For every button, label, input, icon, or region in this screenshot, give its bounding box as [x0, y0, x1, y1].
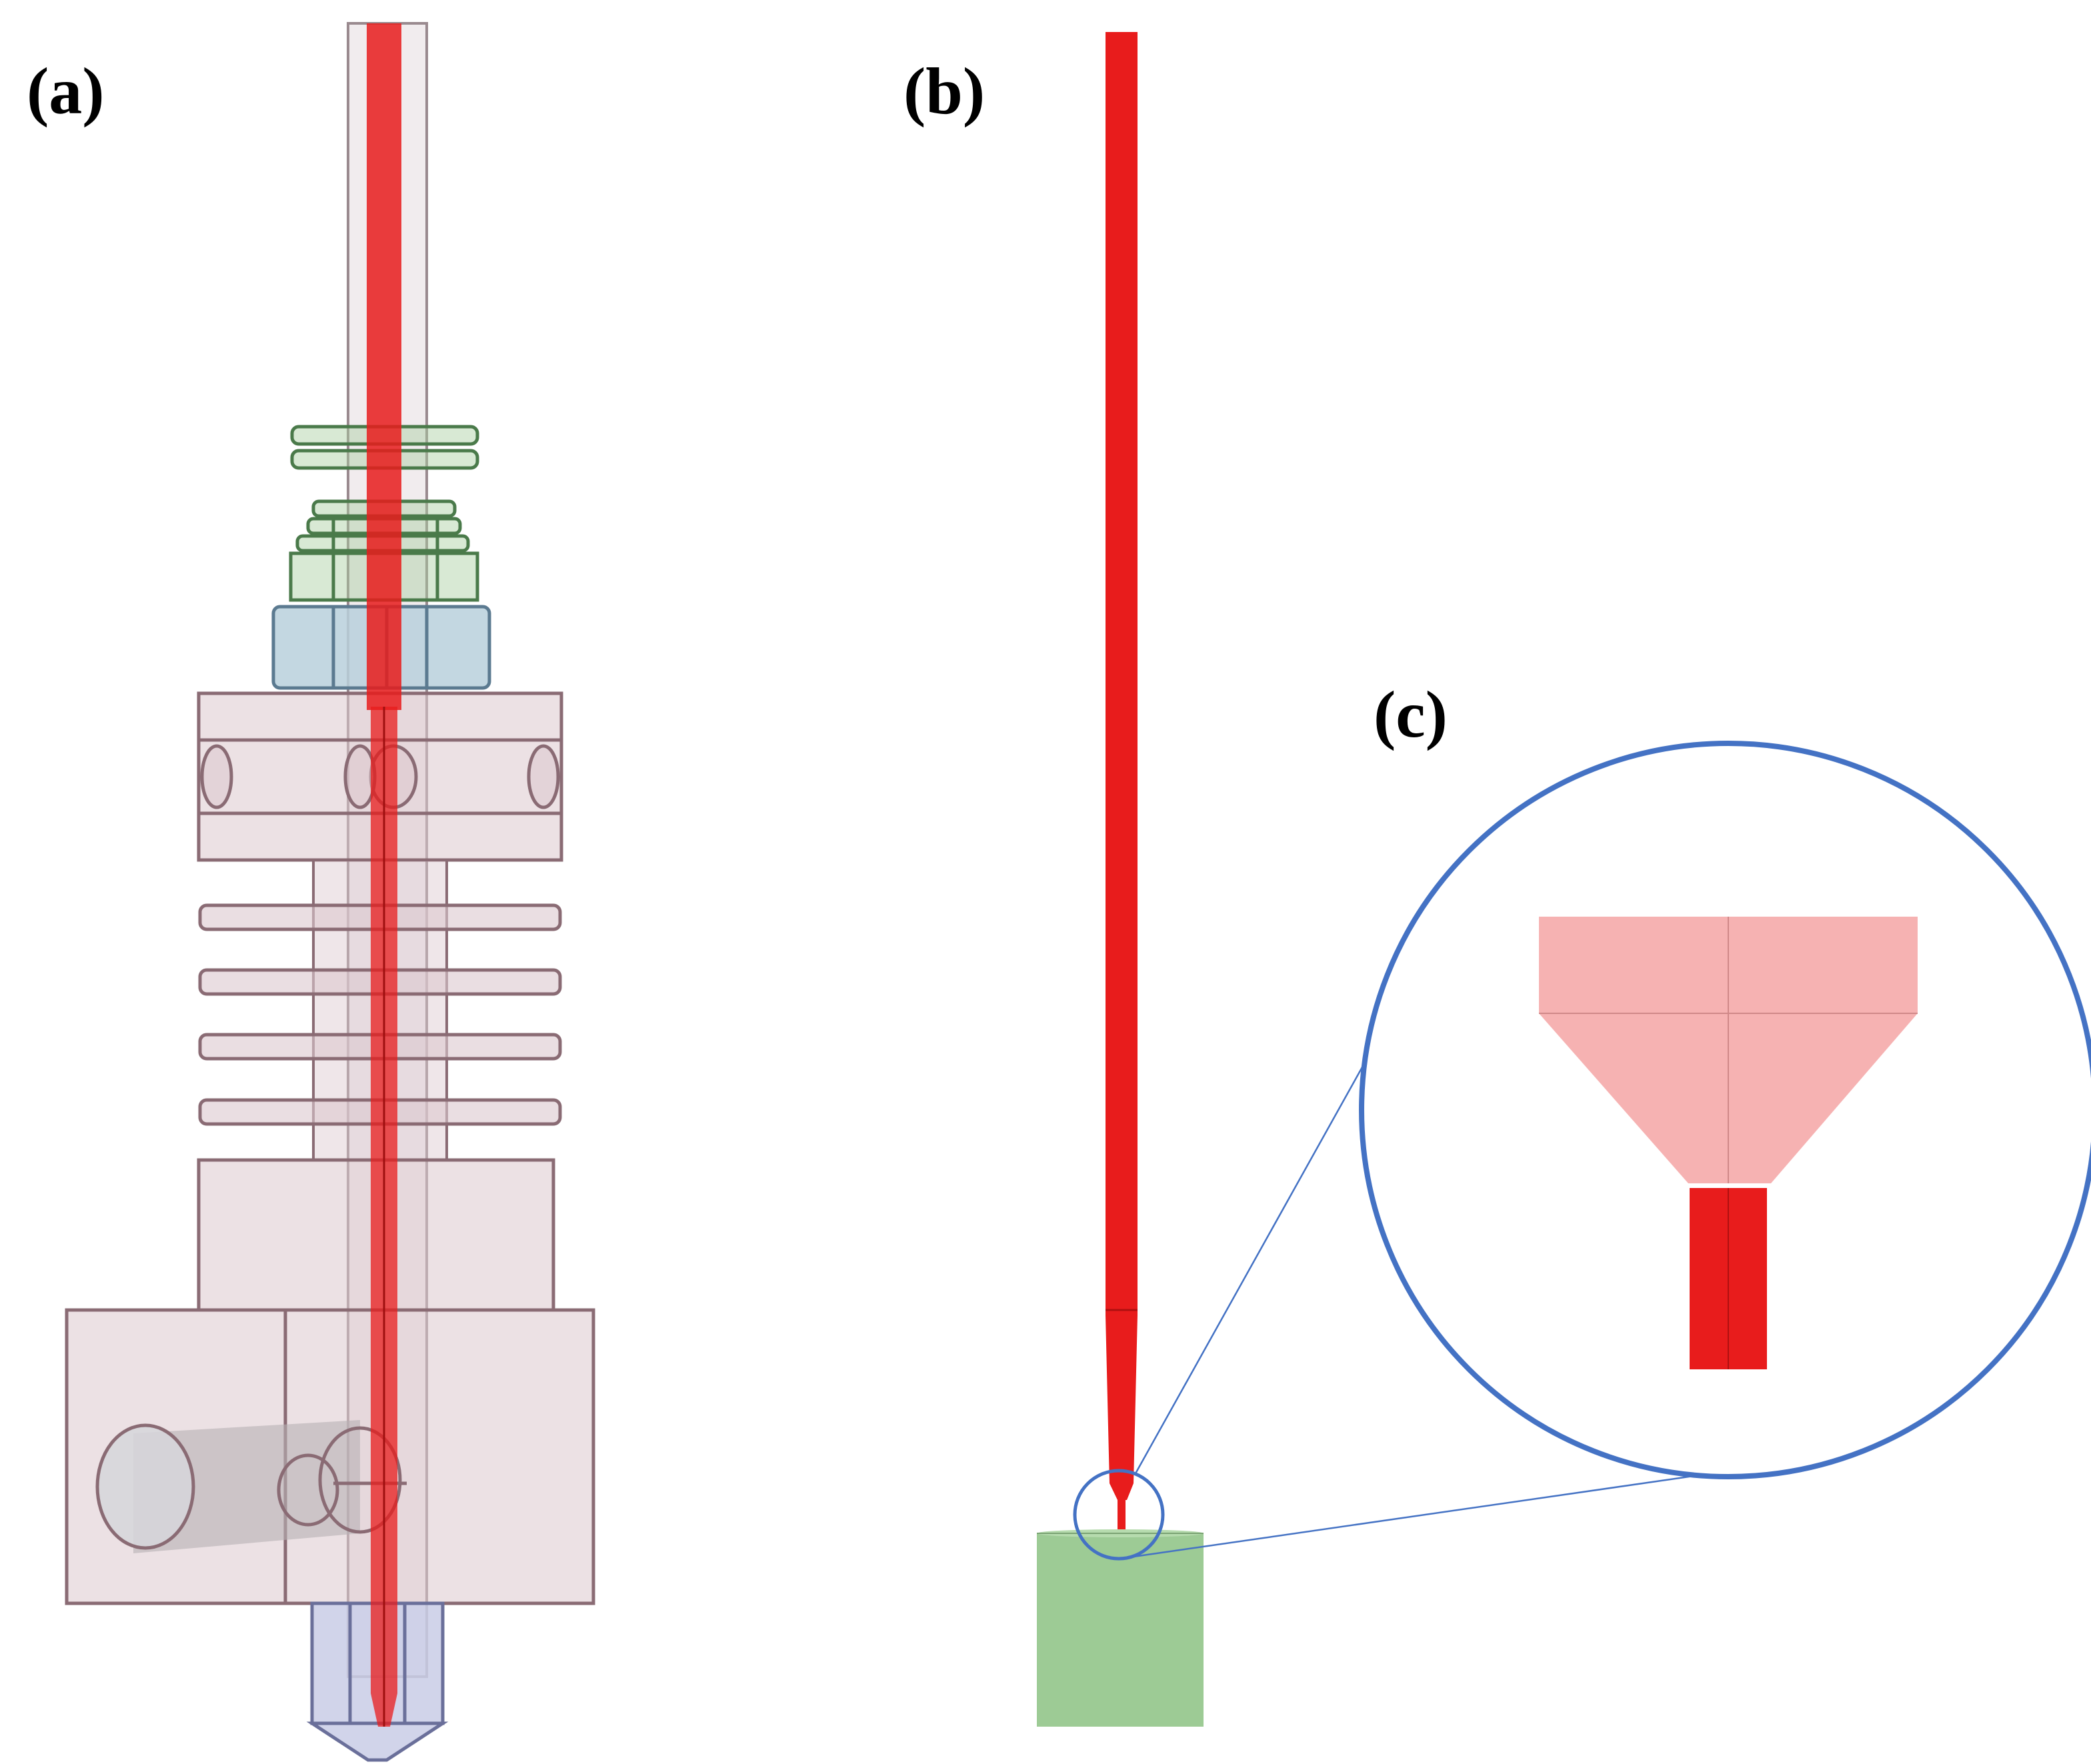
heater-cartridge-channel: [133, 1420, 360, 1553]
thermistor-hole-1: [318, 1426, 402, 1534]
filament-path-a: [367, 23, 401, 1727]
label-a: (a): [27, 54, 105, 128]
zoom-indicator-circle: [1073, 1469, 1165, 1561]
panel-b-filament-domain: [1037, 32, 1204, 1727]
thermistor-hole-2: [277, 1453, 339, 1527]
label-c: (c): [1374, 677, 1448, 751]
build-plate-cylinder: [1037, 1529, 1204, 1727]
filament-column: [1106, 32, 1138, 1315]
heater-cartridge-hole: [95, 1423, 195, 1550]
panel-a-hotend-assembly: [65, 22, 595, 1762]
label-b: (b): [903, 54, 985, 128]
panel-c-magnified-tip: [1359, 741, 2091, 1479]
heater-block: [65, 1308, 595, 1605]
filament-taper: [1106, 1315, 1138, 1500]
